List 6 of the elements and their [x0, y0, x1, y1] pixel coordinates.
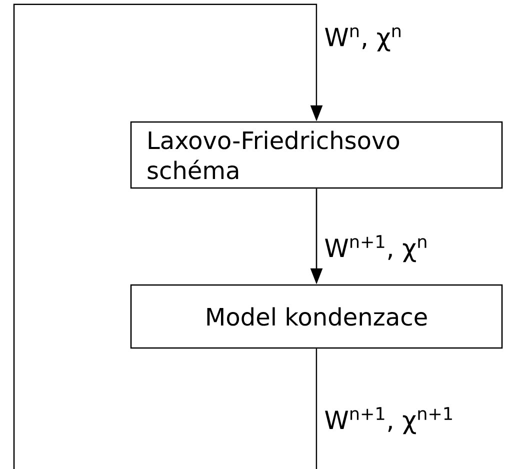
- edge-label: W$^{n+1}$, χ$^{n+1}$: [325, 407, 452, 434]
- edge-label: W$^{n+1}$, χ$^{n}$: [325, 235, 426, 262]
- process-box: Model kondenzace: [130, 284, 503, 349]
- arrow: [13, 4, 323, 469]
- edge-label: W$^{n}$, χ$^{n}$: [325, 27, 400, 52]
- process-box: Laxovo-Friedrichsovo schéma: [130, 121, 503, 189]
